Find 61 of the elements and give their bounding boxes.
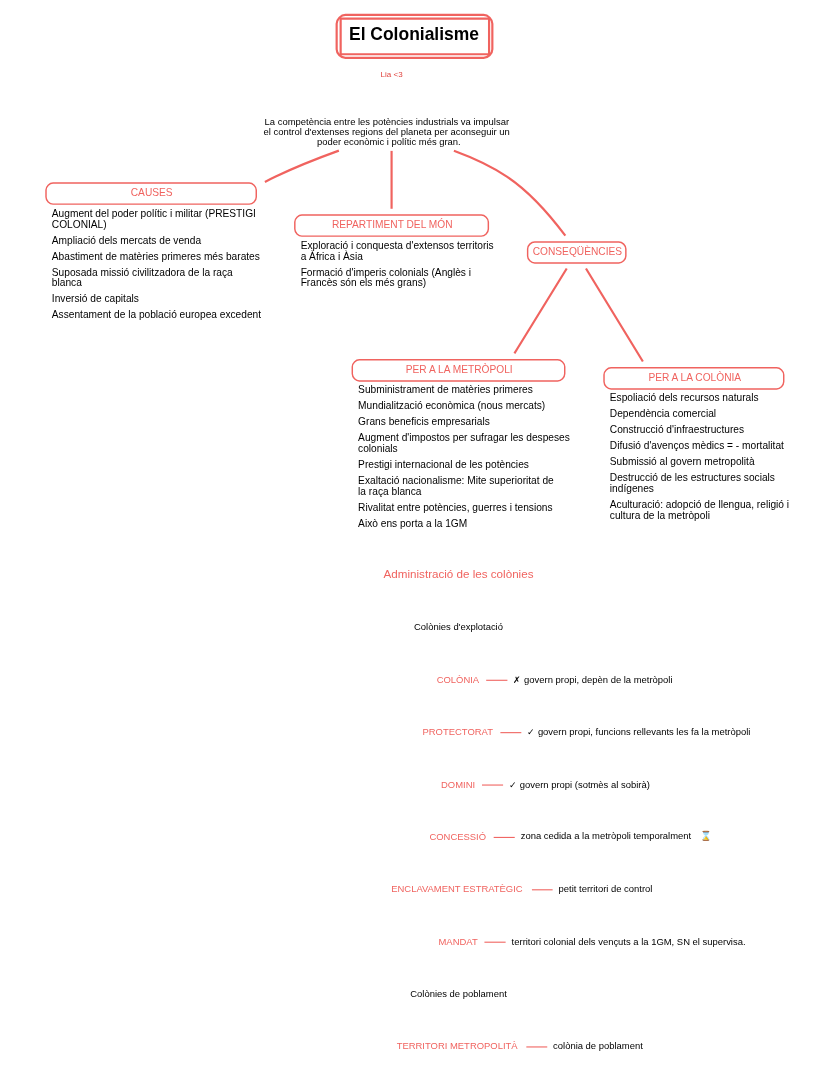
node-box: CONSEQÜÈNCIES	[526, 241, 627, 264]
node-text: La competència entre les potències industrials va impulsar el control d'extenses regions del planeta per aconseguir un poder econòmic i polític més gran.	[263, 115, 510, 148]
node-label: Prestigi internacional de les potències	[357, 459, 529, 471]
node-label: Mundialització econòmica (nous mercats)	[357, 400, 545, 412]
node-label: Exploració i conquesta d'extensos territoris a Àfrica i Àsia	[300, 239, 494, 262]
node-text: ✓ govern propi (sotmès al sobirà)	[508, 778, 650, 790]
node-label: Espoliació dels recursos naturals	[609, 392, 759, 404]
connector	[263, 149, 339, 183]
node-label: Aculturació: adopció de llengua, religió i cultura de la metròpoli	[609, 499, 789, 522]
connector	[492, 836, 515, 838]
node-label: Destrucció de les estructures socials indígenes	[609, 472, 775, 495]
node-label: Rivalitat entre potències, guerres i tensions	[357, 502, 553, 514]
node-label: Això ens porta a la 1GM	[357, 518, 467, 530]
node-label: Subministrament de matèries primeres	[357, 384, 533, 396]
node-text: PROTECTORAT	[422, 726, 493, 738]
connector	[584, 267, 644, 363]
node-label: Dependència comercial	[609, 408, 716, 420]
connector	[513, 267, 568, 354]
node-label: Construcció d'infraestructures	[609, 424, 744, 436]
node-label: Ampliació dels mercats de venda	[51, 234, 201, 246]
connector	[530, 889, 553, 891]
node-text: petit territori de control	[558, 883, 652, 895]
node-label: Augment del poder polític i militar (PRESTIGI COLONIAL)	[51, 207, 256, 230]
label: Colònies d'explotació	[413, 621, 503, 633]
node-label: Submissió al govern metropolità	[609, 456, 755, 468]
node-text: zona cedida a la metròpoli temporalment	[520, 830, 691, 842]
connector	[525, 1046, 548, 1048]
connector	[480, 784, 504, 786]
node-text: CONCESSIÓ	[428, 830, 486, 842]
connector	[499, 732, 522, 734]
node-text: colònia de poblament	[552, 1040, 643, 1052]
node-label: Grans beneficis empresarials	[357, 416, 490, 428]
node-label: Inversió de capitals	[51, 293, 139, 305]
node-box: CAUSES	[44, 182, 257, 205]
node-text: territori colonial dels vençuts a la 1GM, SN el supervisa.	[511, 935, 746, 947]
connector	[483, 941, 506, 943]
diagram-title: El Colonialisme	[348, 24, 479, 45]
label: Lia <3	[380, 70, 403, 80]
connector	[453, 149, 566, 237]
node-label: ⌛	[699, 830, 712, 842]
node-text: ENCLAVAMENT ESTRATÈGIC	[390, 883, 523, 895]
node-box: REPARTIMENT DEL MÓN	[293, 214, 489, 237]
node-box: PER A LA METRÒPOLI	[351, 359, 565, 382]
node-label: Augment d'impostos per sufragar les despeses colonials	[357, 432, 570, 455]
node-label: Suposada missió civilitzadora de la raça blanca	[51, 266, 233, 289]
label: Administració de les colònies	[383, 567, 533, 581]
connector	[390, 150, 393, 209]
node-label: Assentament de la població europea excedent	[51, 309, 261, 321]
node-text: MANDAT	[438, 935, 478, 947]
node-text: ✓ govern propi, funcions rellevants les fa la metròpoli	[526, 726, 750, 738]
node-text: DOMINI	[440, 778, 475, 790]
node-label: Difusió d'avenços mèdics = - mortalitat	[609, 440, 784, 452]
node-label: Formació d'imperis colonials (Anglès i Francès són els més grans)	[300, 266, 471, 289]
node-label: Exaltació nacionalisme: Mite superioritat de la raça blanca	[357, 475, 554, 498]
node-box: PER A LA COLÒNIA	[602, 367, 784, 390]
node-text: ✗ govern propi, depèn de la metròpoli	[512, 673, 673, 685]
connector	[485, 679, 508, 681]
node-text: TERRITORI METROPOLITÀ	[396, 1040, 518, 1052]
node-text: COLÒNIA	[436, 673, 479, 685]
node-label: Abastiment de matèries primeres més barates	[51, 250, 260, 262]
label: Colònies de poblament	[409, 988, 507, 1000]
